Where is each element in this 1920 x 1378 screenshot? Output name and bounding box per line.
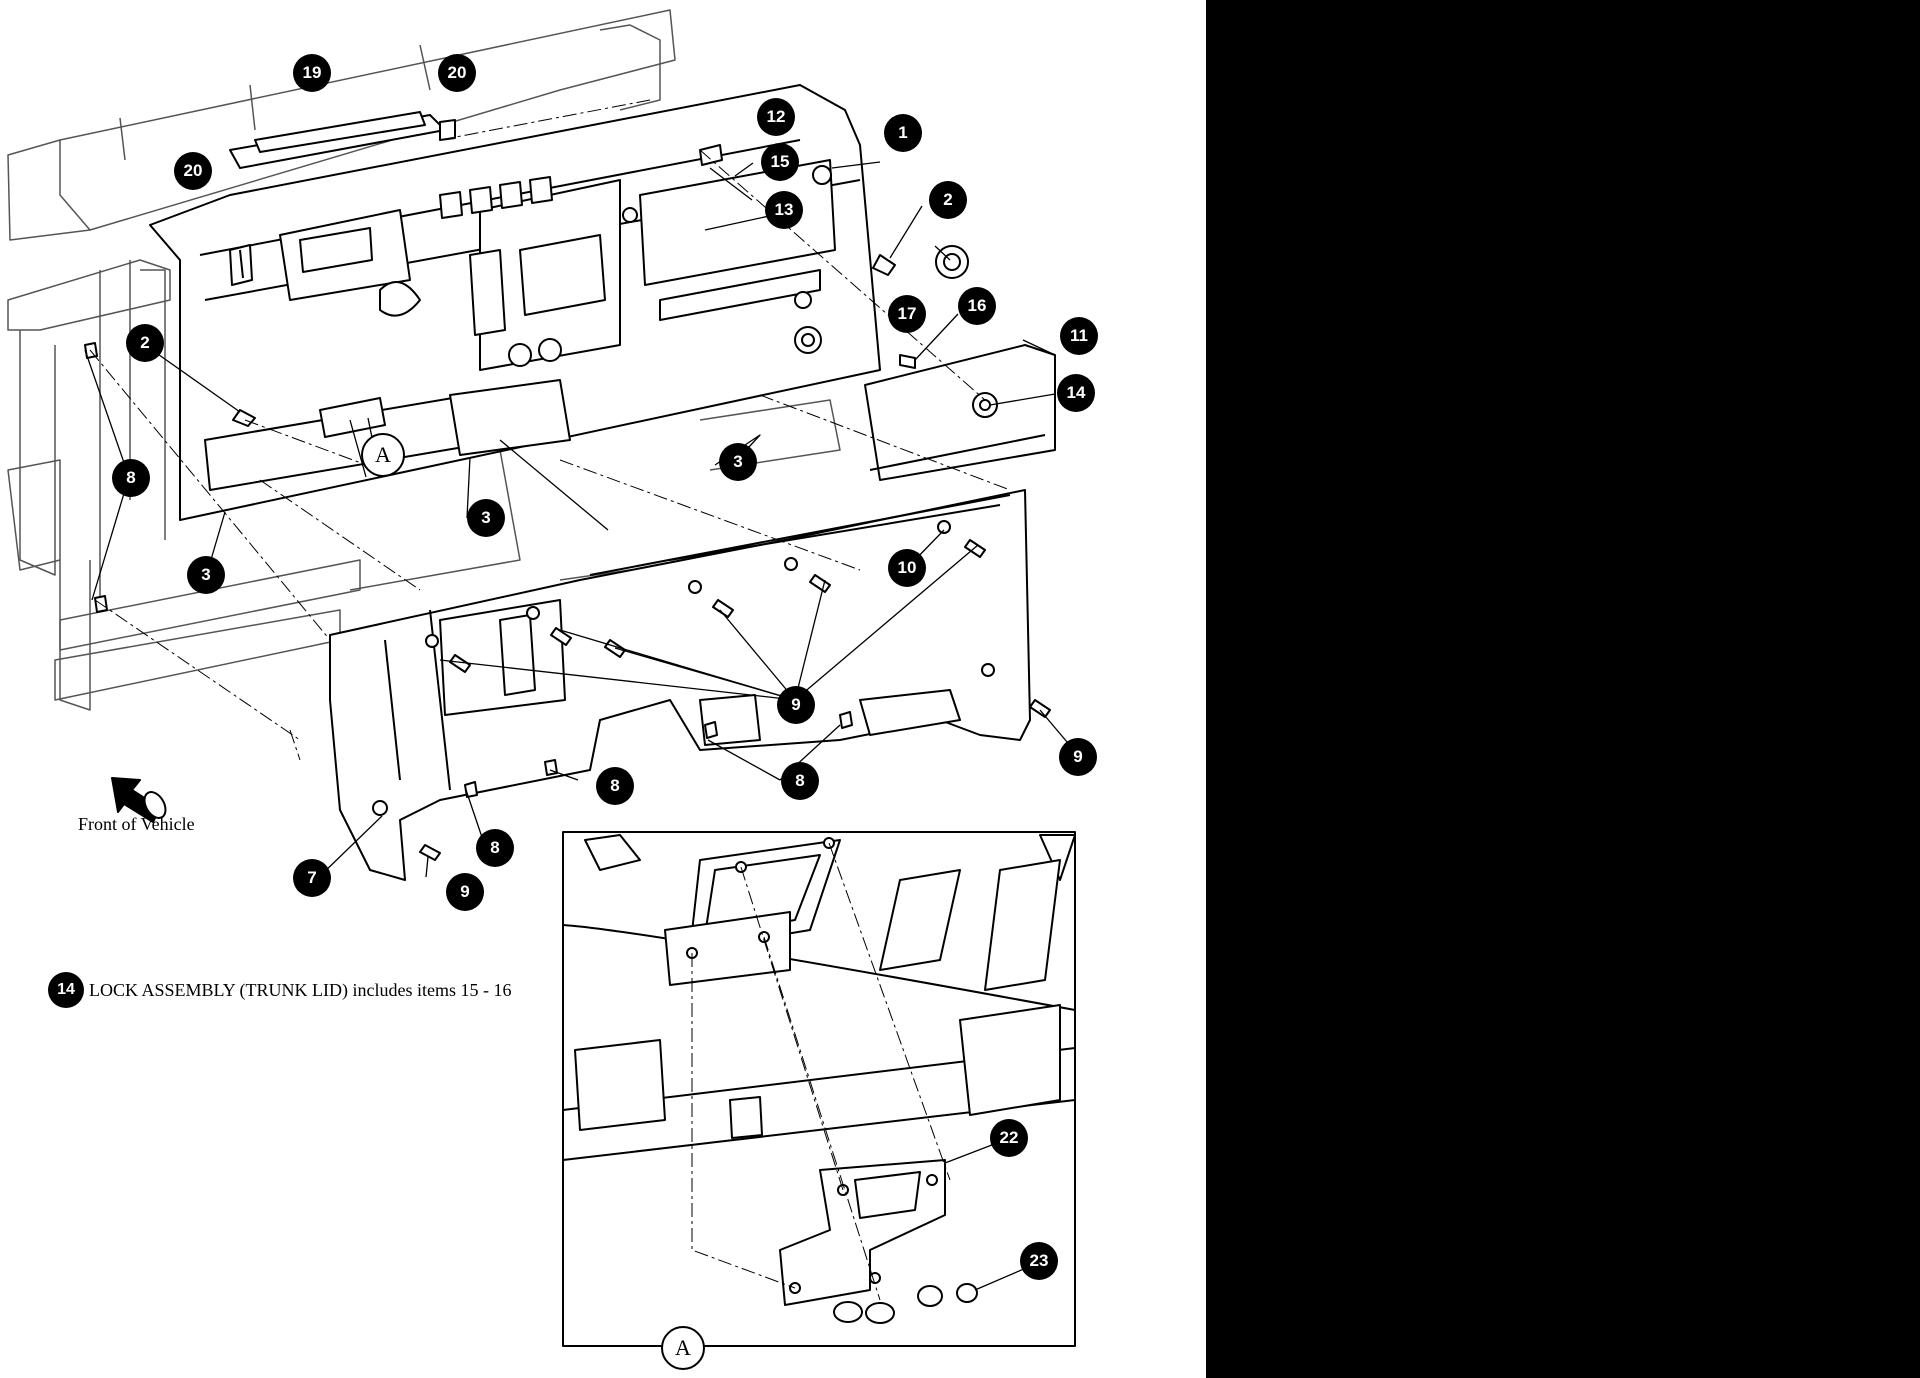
callout-2: 2 [126, 324, 164, 362]
callout-9: 9 [777, 686, 815, 724]
callout-12: 12 [757, 98, 795, 136]
callout-8: 8 [476, 829, 514, 867]
upper-trim-bracket [229, 111, 446, 169]
lower-dash-panel [329, 489, 1031, 881]
callout-20: 20 [438, 54, 476, 92]
callout-3: 3 [187, 556, 225, 594]
small-hardware [232, 119, 969, 427]
callout-19: 19 [293, 54, 331, 92]
front-of-vehicle-label: Front of Vehicle [78, 814, 195, 834]
callout-13: 13 [765, 191, 803, 229]
callout-7: 7 [293, 859, 331, 897]
callout-9: 9 [446, 873, 484, 911]
front-of-vehicle-arrow-icon [111, 777, 167, 823]
detail-view-a [562, 831, 1076, 1347]
callout-16: 16 [958, 287, 996, 325]
black-margin-band [1206, 0, 1920, 1378]
callout-20: 20 [174, 152, 212, 190]
note-text: LOCK ASSEMBLY (TRUNK LID) includes items… [89, 979, 512, 1000]
callout-23: 23 [1020, 1242, 1058, 1280]
callout-2: 2 [929, 181, 967, 219]
callout-1: 1 [884, 114, 922, 152]
callout-9: 9 [1059, 738, 1097, 776]
detail-callout-a: A [361, 433, 405, 477]
callout-3: 3 [719, 443, 757, 481]
callout-15: 15 [761, 143, 799, 181]
callout-17: 17 [888, 295, 926, 333]
trunk-lid [864, 344, 1056, 481]
callout-22: 22 [990, 1119, 1028, 1157]
guide-lines [89, 99, 1011, 761]
callout-11: 11 [1060, 317, 1098, 355]
detail-view-label-a: A [661, 1326, 705, 1370]
callout-8: 8 [596, 767, 634, 805]
callout-14: 14 [1057, 374, 1095, 412]
lower-panel-fasteners [84, 342, 1051, 861]
note-callout-14: 14 [48, 972, 84, 1008]
callout-3: 3 [467, 499, 505, 537]
callout-8: 8 [112, 459, 150, 497]
lock-assembly-note: 14 LOCK ASSEMBLY (TRUNK LID) includes it… [48, 970, 512, 1010]
callout-8: 8 [781, 762, 819, 800]
callout-10: 10 [888, 549, 926, 587]
